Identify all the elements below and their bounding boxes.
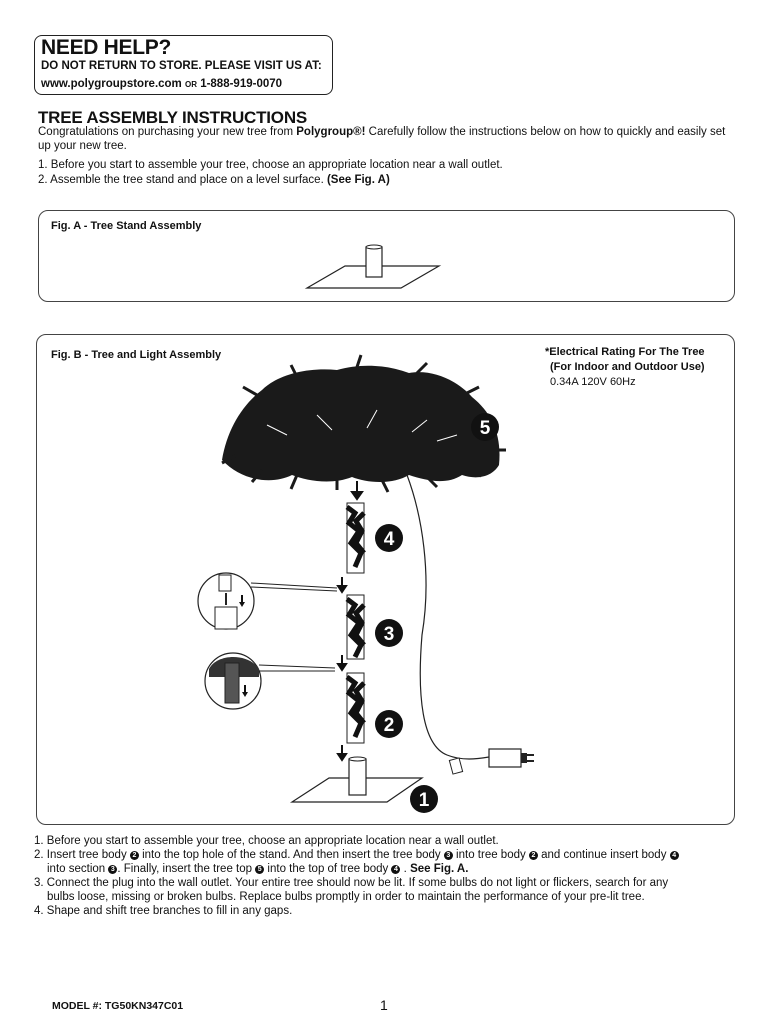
top-step-2: 2. Assemble the tree stand and place on … (38, 173, 503, 188)
top-step-2-text: 2. Assemble the tree stand and place on … (38, 173, 327, 186)
figure-b: Fig. B - Tree and Light Assembly *Electr… (36, 334, 735, 825)
svg-text:5: 5 (480, 418, 491, 439)
page-number: 1 (380, 997, 388, 1013)
tree-assembly-diagram: 5 4 3 2 1 (197, 354, 534, 813)
detail-connector-icon (197, 572, 338, 630)
svg-text:1: 1 (419, 790, 430, 811)
electrical-rating: *Electrical Rating For The Tree (For Ind… (545, 345, 705, 390)
svg-text:3: 3 (384, 624, 395, 645)
rating-use: (For Indoor and Outdoor Use) (550, 361, 705, 373)
step-number-5: 5 (471, 413, 499, 441)
tree-body-section-4 (345, 502, 366, 574)
help-contact: www.polygroupstore.com OR 1-888-919-0070 (41, 78, 282, 90)
ref-number-icon: 3 (108, 865, 118, 874)
top-step-2-ref: (See Fig. A) (326, 173, 390, 186)
intro-text: Congratulations on purchasing your new t… (38, 125, 728, 153)
step-number-2: 2 (375, 710, 403, 738)
help-title: NEED HELP? (41, 36, 172, 59)
bottom-step-2-cont: into section 3. Finally, insert the tree… (47, 863, 469, 875)
ref-number-icon: 3 (443, 851, 453, 860)
bottom-step-1: 1. Before you start to assemble your tre… (34, 835, 499, 847)
plug-icon (448, 748, 534, 775)
bottom-step-3-cont: bulbs loose, missing or broken bulbs. Re… (47, 891, 645, 903)
bottom-step-4: 4. Shape and shift tree branches to fill… (34, 905, 293, 917)
page-title: TREE ASSEMBLY INSTRUCTIONS (38, 108, 308, 127)
figure-b-label: Fig. B - Tree and Light Assembly (51, 349, 222, 361)
bottom-steps: 1. Before you start to assemble your tre… (34, 834, 744, 918)
step-number-1: 1 (410, 785, 438, 813)
intro-brand: Polygroup®! (296, 126, 366, 138)
ref-number-icon: 4 (669, 851, 679, 860)
tree-top-icon (221, 354, 506, 493)
help-phone[interactable]: 1-888-919-0070 (200, 78, 283, 90)
top-step-1: 1. Before you start to assemble your tre… (38, 159, 503, 171)
svg-text:4: 4 (384, 529, 395, 550)
bottom-step-3: 3. Connect the plug into the wall outlet… (34, 877, 669, 889)
model-number: MODEL #: TG50KN347C01 (52, 1000, 184, 1012)
detail-branch-connector-icon (204, 652, 336, 710)
help-or: OR (184, 80, 197, 89)
bottom-step-2: 2. Insert tree body 2 into the top hole … (34, 848, 744, 862)
tree-body-section-2 (345, 672, 366, 744)
intro-before: Congratulations on purchasing your new t… (38, 126, 297, 138)
ref-number-icon: 5 (255, 865, 265, 874)
rating-title: *Electrical Rating For The Tree (545, 346, 705, 358)
tree-stand-base-icon (289, 756, 424, 803)
tree-body-section-3 (345, 594, 366, 660)
help-box: NEED HELP? DO NOT RETURN TO STORE. PLEAS… (34, 35, 333, 95)
rating-value: 0.34A 120V 60Hz (550, 376, 636, 388)
top-steps: 1. Before you start to assemble your tre… (38, 158, 503, 187)
ref-number-icon: 2 (129, 851, 139, 860)
ref-number-icon: 4 (391, 865, 401, 874)
ref-number-icon: 2 (528, 851, 538, 860)
figure-a-label: Fig. A - Tree Stand Assembly (51, 220, 202, 232)
tree-stand-icon (304, 244, 442, 289)
insert-arrows (336, 481, 364, 762)
help-return-notice: DO NOT RETURN TO STORE. PLEASE VISIT US … (41, 60, 322, 72)
step-number-4: 4 (375, 524, 403, 552)
help-website[interactable]: www.polygroupstore.com (41, 78, 182, 90)
intro-after: Carefully follow the instructions below … (38, 126, 726, 152)
svg-text:2: 2 (384, 715, 395, 736)
step-number-3: 3 (375, 619, 403, 647)
figure-a: Fig. A - Tree Stand Assembly (38, 210, 735, 302)
